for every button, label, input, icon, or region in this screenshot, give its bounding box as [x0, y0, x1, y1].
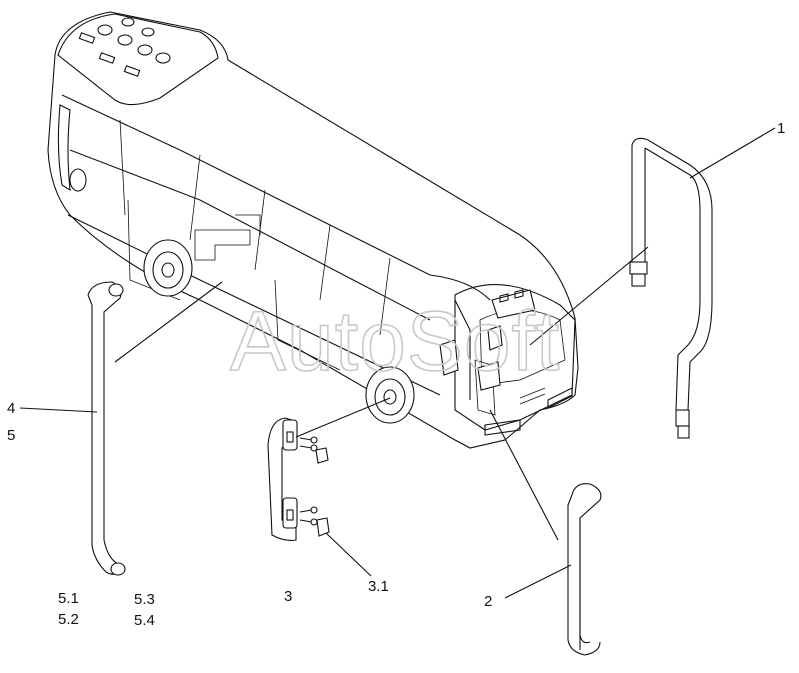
- callout-1: 1: [777, 120, 785, 137]
- bus-illustration: [47, 11, 579, 449]
- callout-3-1: 3.1: [368, 578, 389, 595]
- part-3-grab-handle: [267, 417, 330, 541]
- callout-5: 5: [7, 427, 15, 444]
- callout-5-2: 5.2: [58, 611, 79, 628]
- leader-1: [689, 127, 776, 179]
- leader-3-bus: [295, 397, 391, 438]
- leader-2-bus: [489, 409, 559, 541]
- leader-1-bus: [529, 246, 649, 346]
- leader-2: [504, 564, 572, 599]
- part-1-handrail: [629, 137, 713, 439]
- callout-5-3: 5.3: [134, 591, 155, 608]
- watermark-text: AutoSoft: [230, 294, 560, 388]
- leader-4: [19, 407, 98, 413]
- part-4-long-pipe: [87, 281, 126, 576]
- callout-5-1: 5.1: [58, 590, 79, 607]
- leader-3-1: [325, 532, 372, 577]
- callout-3: 3: [284, 588, 292, 605]
- callout-labels: 1 2 3 3.1 4 5 5.1 5.2 5.3 5.4: [7, 120, 785, 629]
- callout-4: 4: [7, 400, 15, 417]
- callout-5-4: 5.4: [134, 612, 155, 629]
- leader-4-bus: [114, 281, 223, 363]
- leader-lines: [19, 127, 776, 599]
- part-2-short-bar: [567, 483, 602, 656]
- callout-2: 2: [484, 593, 492, 610]
